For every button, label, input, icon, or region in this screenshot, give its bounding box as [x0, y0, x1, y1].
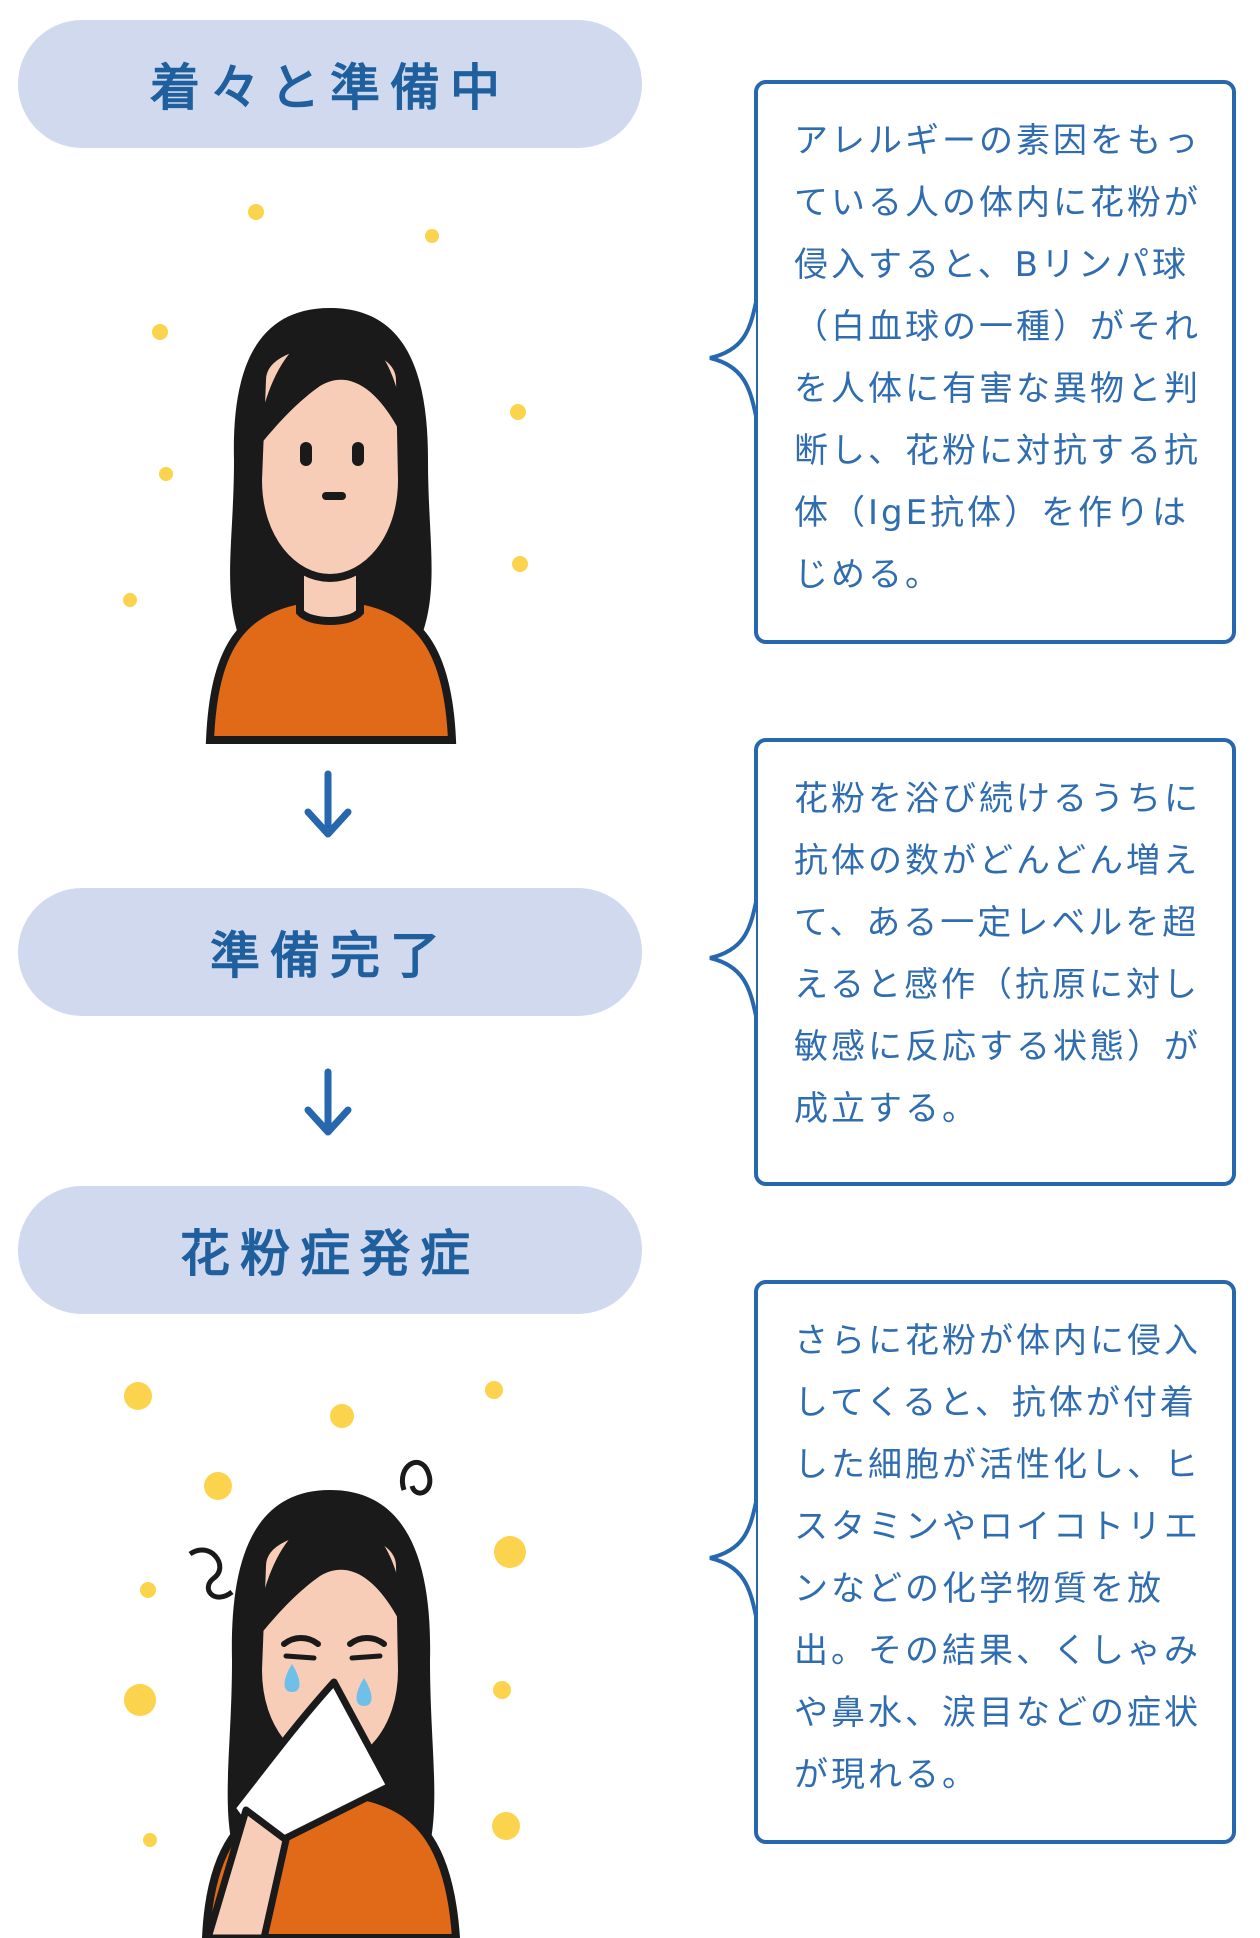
stage-label-onset: 花粉症発症 [18, 1186, 642, 1314]
woman-sneezing-illustration [124, 1381, 526, 1938]
arrow-down-icon [304, 1068, 352, 1136]
pollen-icon [124, 1381, 526, 1847]
callout-tail-2 [709, 901, 758, 1017]
tear-icon [356, 1678, 372, 1706]
stage-label-preparing: 着々と準備中 [18, 20, 642, 148]
woman-calm-illustration [123, 204, 528, 744]
pollen-icon [123, 204, 528, 607]
description-onset: さらに花粉が体内に侵入してくると、抗体が付着した細胞が活性化し、ヒスタミンやロイ… [754, 1280, 1236, 1844]
callout-tail-3 [709, 1501, 758, 1617]
stage-label-ready: 準備完了 [18, 888, 642, 1016]
description-preparing: アレルギーの素因をもっている人の体内に花粉が侵入すると、Bリンパ球（白血球の一種… [754, 80, 1236, 644]
callout-tail-1 [709, 301, 758, 417]
description-ready: 花粉を浴び続けるうちに抗体の数がどんどん増えて、ある一定レベルを超えると感作（抗… [754, 738, 1236, 1186]
tissue-icon [228, 1678, 394, 1854]
arrow-down-icon [304, 770, 352, 838]
tear-icon [284, 1664, 300, 1692]
